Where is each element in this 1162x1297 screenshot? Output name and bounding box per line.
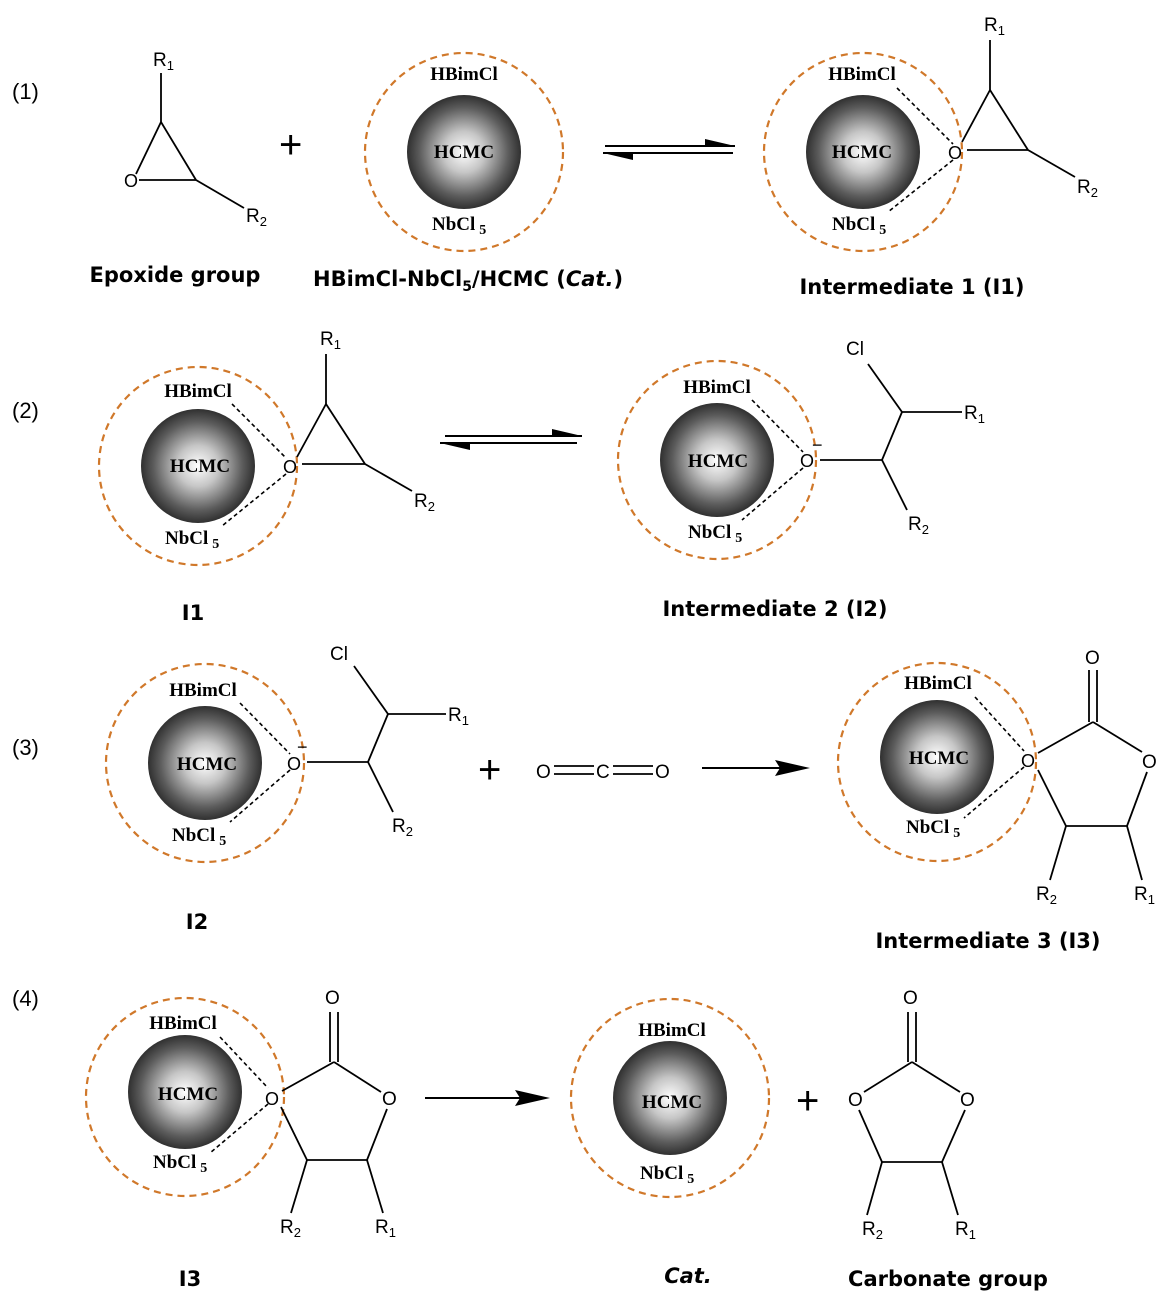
- svg-text:R2: R2: [908, 514, 929, 537]
- svg-text:R1: R1: [320, 329, 341, 352]
- svg-text:O: O: [382, 1089, 397, 1110]
- cat-caption: Cat.: [664, 1264, 712, 1288]
- svg-text:−: −: [297, 737, 308, 757]
- svg-text:HBimCl: HBimCl: [164, 381, 232, 402]
- svg-text:O: O: [948, 143, 962, 163]
- svg-text:+: +: [478, 748, 501, 792]
- svg-text:R1: R1: [955, 1219, 976, 1242]
- svg-text:O: O: [800, 451, 814, 471]
- svg-text:Cl: Cl: [846, 339, 864, 360]
- epoxide-caption: Epoxide group: [90, 263, 261, 287]
- svg-text:−: −: [812, 435, 823, 455]
- intermediate-1-caption: Intermediate 1 (I1): [799, 275, 1024, 299]
- i1-caption: I1: [182, 601, 204, 625]
- svg-text:C: C: [596, 762, 610, 783]
- svg-text:NbCl5: NbCl5: [172, 825, 226, 849]
- svg-text:O: O: [903, 988, 918, 1009]
- equilibrium-arrow-2: [440, 429, 582, 450]
- step-2-number: (2): [12, 398, 39, 423]
- svg-text:O: O: [848, 1090, 863, 1111]
- svg-text:HBimCl: HBimCl: [904, 673, 972, 694]
- intermediate-2-caption: Intermediate 2 (I2): [662, 597, 887, 621]
- svg-text:+: +: [796, 1079, 819, 1123]
- step-4-number: (4): [12, 986, 39, 1011]
- svg-text:O: O: [265, 1089, 279, 1109]
- svg-text:NbCl5: NbCl5: [153, 1152, 207, 1176]
- svg-text:NbCl5: NbCl5: [906, 817, 960, 841]
- svg-text:HBimCl: HBimCl: [149, 1013, 217, 1034]
- i2-caption: I2: [186, 910, 208, 934]
- reaction-arrow-4: [425, 1090, 550, 1106]
- reaction-arrow-3: [702, 760, 810, 776]
- svg-text:NbCl5: NbCl5: [165, 528, 219, 552]
- svg-text:R1: R1: [375, 1217, 396, 1240]
- equilibrium-arrow-1: [603, 139, 735, 160]
- svg-text:O: O: [655, 762, 670, 783]
- catalyst-caption: HBimCl-NbCl5/HCMC (Cat.): [313, 267, 623, 295]
- svg-text:O: O: [325, 988, 340, 1009]
- svg-text:NbCl5: NbCl5: [832, 214, 886, 238]
- svg-text:O: O: [960, 1090, 975, 1111]
- svg-text:HCMC: HCMC: [170, 456, 230, 477]
- hbimcl-label: HBimCl: [430, 64, 498, 85]
- svg-text:R1: R1: [964, 403, 985, 426]
- svg-text:HCMC: HCMC: [688, 451, 748, 472]
- hcmc-label: HCMC: [434, 142, 494, 163]
- svg-text:O: O: [287, 754, 301, 774]
- svg-text:HBimCl: HBimCl: [638, 1020, 706, 1041]
- svg-text:O: O: [1085, 648, 1100, 669]
- plus-sign: +: [279, 123, 302, 167]
- svg-text:HBimCl: HBimCl: [683, 377, 751, 398]
- step-1-number: (1): [12, 79, 39, 104]
- svg-text:O: O: [1021, 751, 1035, 771]
- svg-text:HCMC: HCMC: [832, 142, 892, 163]
- intermediate-3-caption: Intermediate 3 (I3): [875, 929, 1100, 953]
- carbonate-caption: Carbonate group: [848, 1267, 1048, 1291]
- svg-text:O: O: [283, 457, 297, 477]
- nbcl-label: NbCl: [432, 214, 475, 235]
- svg-text:HCMC: HCMC: [909, 748, 969, 769]
- r1-label: R: [153, 50, 167, 71]
- svg-text:R2: R2: [1077, 177, 1098, 200]
- svg-text:HCMC: HCMC: [642, 1092, 702, 1113]
- svg-text:HBimCl: HBimCl: [828, 64, 896, 85]
- svg-text:R2: R2: [862, 1219, 883, 1242]
- svg-text:O: O: [1142, 752, 1157, 773]
- epoxide-oxygen: O: [124, 171, 138, 191]
- svg-text:Cl: Cl: [330, 644, 348, 665]
- svg-text:R2: R2: [414, 491, 435, 514]
- svg-text:HCMC: HCMC: [177, 754, 237, 775]
- svg-text:R2: R2: [246, 206, 267, 229]
- svg-text:NbCl5: NbCl5: [688, 522, 742, 546]
- svg-text:R2: R2: [1036, 884, 1057, 907]
- svg-text:NbCl5: NbCl5: [432, 214, 486, 238]
- svg-text:HCMC: HCMC: [158, 1084, 218, 1105]
- svg-text:NbCl5: NbCl5: [640, 1163, 694, 1187]
- svg-text:R2: R2: [280, 1217, 301, 1240]
- step-3-number: (3): [12, 735, 39, 760]
- svg-text:R1: R1: [448, 705, 469, 728]
- svg-text:HBimCl: HBimCl: [169, 680, 237, 701]
- r2-label: R: [246, 206, 260, 227]
- co2-molecule: O C O: [536, 762, 670, 783]
- svg-text:R1: R1: [1134, 884, 1155, 907]
- carbonate-molecule: O O O R2 R1: [848, 988, 976, 1242]
- epoxide-molecule: O R1 R2: [124, 50, 267, 229]
- svg-text:R1: R1: [984, 15, 1005, 38]
- svg-text:R2: R2: [392, 816, 413, 839]
- svg-text:O: O: [536, 762, 551, 783]
- svg-text:R1: R1: [153, 50, 174, 73]
- i3-caption: I3: [179, 1267, 201, 1291]
